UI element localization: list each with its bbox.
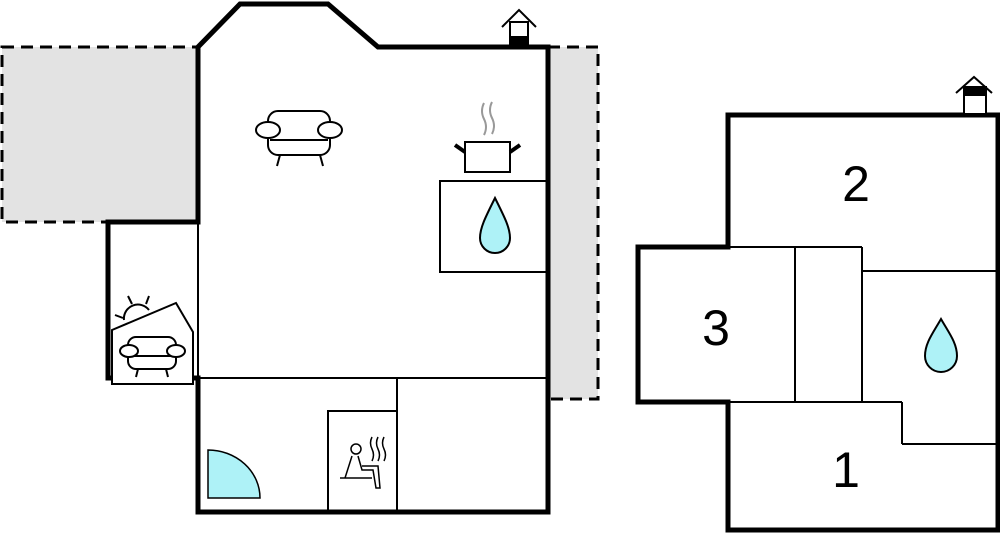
sofa-icon <box>255 110 343 167</box>
room-label-2: 2 <box>842 156 870 212</box>
ground-floor-plan <box>0 1 600 515</box>
entrance-icon <box>501 8 537 47</box>
interior-walls <box>197 180 549 513</box>
entrance-icon <box>955 75 993 115</box>
room-label-3: 3 <box>702 300 730 356</box>
first-floor-plan: 2 3 1 <box>635 75 1000 533</box>
sauna-icon <box>340 436 387 489</box>
cooking-pot-icon <box>453 101 522 173</box>
sauna-room <box>327 410 398 513</box>
water-drop-icon <box>923 316 959 373</box>
terrace-left <box>0 45 200 224</box>
sun-lounge-icon <box>111 295 194 385</box>
terrace-right <box>546 45 600 401</box>
kitchen-counter <box>439 180 549 273</box>
water-drop-icon <box>478 195 512 254</box>
shower-icon <box>207 449 261 499</box>
interior-walls <box>728 246 998 445</box>
room-label-1: 1 <box>832 442 860 498</box>
